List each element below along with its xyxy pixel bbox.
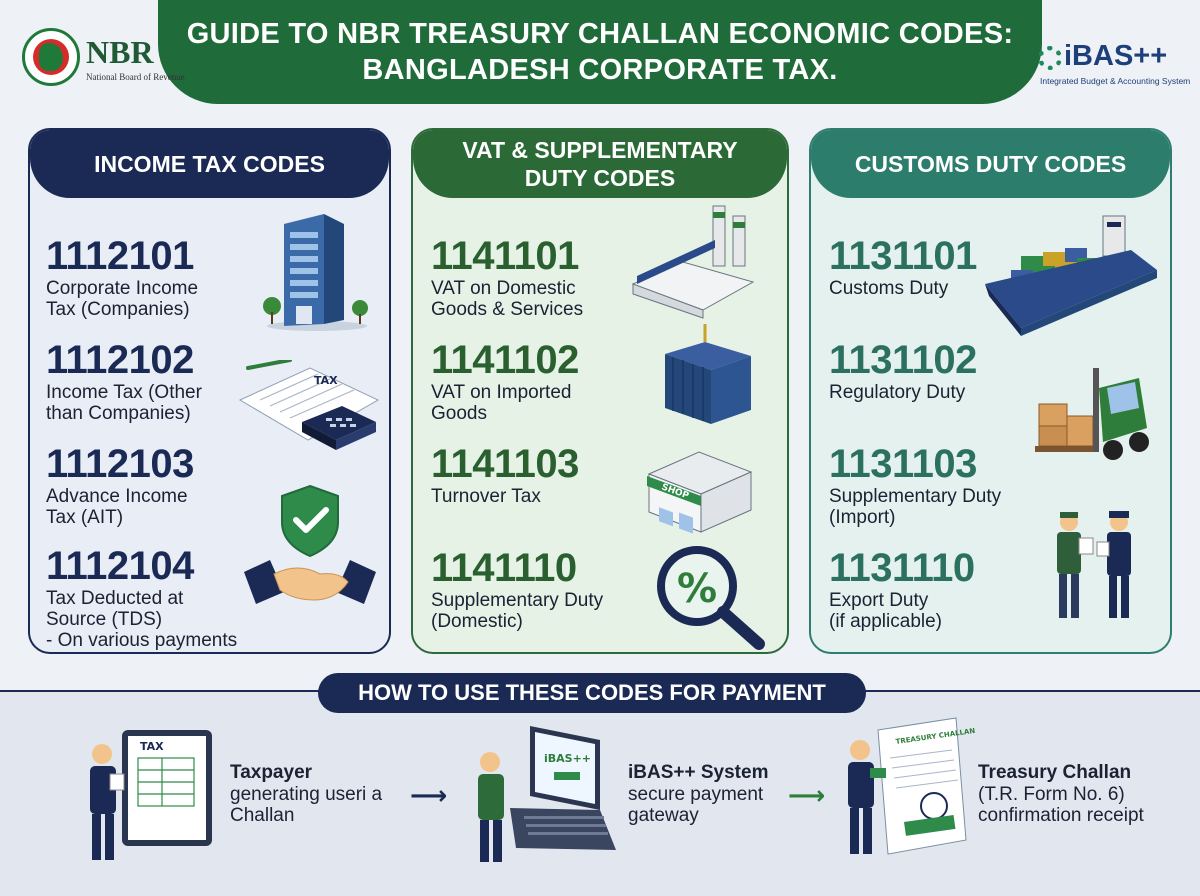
how-to-heading: HOW TO USE THESE CODES FOR PAYMENT <box>318 673 866 713</box>
code-number: 1112101 <box>46 234 194 278</box>
step2-desc-line2: gateway <box>628 805 699 826</box>
tax-form-calculator-icon: TAX <box>238 360 380 450</box>
code-number: 1141110 <box>431 546 577 590</box>
code-description: - On various payments <box>46 630 238 651</box>
income-code-3: 1112103 Advance Income Tax (AIT) <box>46 442 194 528</box>
step3-desc-line1: (T.R. Form No. 6) <box>978 784 1125 805</box>
code-description: Turnover Tax <box>431 486 541 507</box>
code-description: Regulatory Duty <box>829 382 966 403</box>
code-description: Corporate Income <box>46 278 199 299</box>
vat-heading-line2: DUTY CODES <box>524 165 676 191</box>
nbr-logo: NBR National Board of Revenue <box>22 28 185 88</box>
step2-title: iBAS++ System <box>628 762 769 783</box>
code-description: Advance Income <box>46 486 188 507</box>
handshake-shield-icon <box>244 484 376 604</box>
vat-code-2: 1141102 VAT on Imported Goods <box>431 338 579 424</box>
step1-text: Taxpayer generating useri a Challan <box>230 762 382 826</box>
step3-title: Treasury Challan <box>978 762 1132 783</box>
ibas-logo: iBAS++ Integrated Budget & Accounting Sy… <box>1038 40 1191 90</box>
customs-code-1: 1131101 Customs Duty <box>829 234 977 299</box>
income-panel-heading: INCOME TAX CODES <box>30 130 389 198</box>
code-description: Tax (AIT) <box>46 507 124 528</box>
step3-text: Treasury Challan (T.R. Form No. 6) confi… <box>978 762 1144 826</box>
shop-icon: SHOP <box>647 451 753 534</box>
customs-panel-heading: CUSTOMS DUTY CODES <box>811 130 1170 198</box>
code-description: than Companies) <box>46 403 191 424</box>
step2-text: iBAS++ System secure payment gateway <box>628 762 768 826</box>
code-description: Supplementary Duty <box>431 590 604 611</box>
shipping-container-icon <box>665 324 751 424</box>
code-description: (if applicable) <box>829 611 942 632</box>
customs-code-3: 1131103 Supplementary Duty (Import) <box>829 442 1001 528</box>
tax-form-label: TAX <box>314 374 338 387</box>
vat-code-3: 1141103 Turnover Tax <box>431 442 579 507</box>
nbr-seal-icon <box>22 28 80 86</box>
nbr-logo-name: NBR <box>86 34 154 70</box>
code-number: 1141103 <box>431 442 579 486</box>
step1-screen-label: TAX <box>140 740 164 753</box>
code-description: Tax Deducted at <box>46 588 184 609</box>
code-number: 1112104 <box>46 544 194 588</box>
treasury-challan-receipt-icon: TREASURY CHALLAN <box>848 717 976 855</box>
code-description: Goods <box>431 403 487 424</box>
customs-code-4: 1131110 Export Duty (if applicable) <box>829 546 975 632</box>
code-number: 1112102 <box>46 338 194 382</box>
customs-officers-icon <box>1057 511 1131 618</box>
step2-screen-label: iBAS++ <box>544 752 591 765</box>
office-building-icon <box>263 214 368 331</box>
code-description: Source (TDS) <box>46 609 163 630</box>
code-number: 1141102 <box>431 338 579 382</box>
code-description: (Domestic) <box>431 611 523 632</box>
arrow-right-icon: ⟶ <box>410 780 448 810</box>
code-description: Export Duty <box>829 590 929 611</box>
income-code-1: 1112101 Corporate Income Tax (Companies) <box>46 234 198 320</box>
gear-icon <box>1038 46 1062 70</box>
ibas-logo-subtitle: Integrated Budget & Accounting System <box>1040 76 1191 86</box>
customs-duty-panel: CUSTOMS DUTY CODES 1131101 Customs Duty … <box>809 128 1172 654</box>
code-number: 1112103 <box>46 442 194 486</box>
customs-code-2: 1131102 Regulatory Duty <box>829 338 977 403</box>
step3-desc-line2: confirmation receipt <box>978 805 1144 826</box>
code-description: VAT on Domestic <box>431 278 576 299</box>
vat-duty-panel: VAT & SUPPLEMENTARY DUTY CODES 1141101 V… <box>411 128 789 654</box>
code-number: 1131102 <box>829 338 977 382</box>
step1-desc-line2: Challan <box>230 805 295 826</box>
income-code-2: 1112102 Income Tax (Other than Companies… <box>46 338 202 424</box>
factory-icon <box>631 205 755 319</box>
ibas-laptop-icon: iBAS++ <box>478 726 616 862</box>
forklift-icon <box>1035 368 1149 460</box>
nbr-logo-subtitle: National Board of Revenue <box>86 72 185 82</box>
code-description: Goods & Services <box>431 299 584 320</box>
code-number: 1141101 <box>431 234 579 278</box>
code-description: VAT on Imported <box>431 382 572 403</box>
code-description: (Import) <box>829 507 896 528</box>
income-tax-panel: INCOME TAX CODES 1112101 Corporate Incom… <box>28 128 391 654</box>
ibas-logo-name: iBAS++ <box>1064 40 1168 72</box>
svg-text:%: % <box>677 566 717 612</box>
step2-desc-line1: secure payment <box>628 784 764 805</box>
vat-panel-heading: VAT & SUPPLEMENTARY DUTY CODES <box>413 130 787 198</box>
code-description: Income Tax (Other <box>46 382 202 403</box>
step1-desc-line1: generating useri a <box>230 784 383 805</box>
code-number: 1131110 <box>829 546 975 590</box>
taxpayer-computer-icon: TAX <box>90 730 212 860</box>
page-title-line1: GUIDE TO NBR TREASURY CHALLAN ECONOMIC C… <box>186 18 1014 50</box>
code-description: Supplementary Duty <box>829 486 1002 507</box>
cargo-ship-icon <box>985 215 1157 336</box>
title-banner: GUIDE TO NBR TREASURY CHALLAN ECONOMIC C… <box>158 0 1042 104</box>
vat-code-1: 1141101 VAT on Domestic Goods & Services <box>431 234 583 320</box>
percent-magnifier-icon: % <box>657 546 765 650</box>
arrow-right-icon: ⟶ <box>788 780 826 810</box>
code-description: Tax (Companies) <box>46 299 190 320</box>
code-number: 1131103 <box>829 442 977 486</box>
code-description: Customs Duty <box>829 278 949 299</box>
step1-title: Taxpayer <box>230 762 313 783</box>
vat-code-4: 1141110 Supplementary Duty (Domestic) <box>431 546 603 632</box>
vat-heading-line1: VAT & SUPPLEMENTARY <box>462 137 738 163</box>
income-code-4: 1112104 Tax Deducted at Source (TDS) - O… <box>46 544 237 651</box>
page-title-line2: BANGLADESH CORPORATE TAX. <box>362 54 838 86</box>
code-number: 1131101 <box>829 234 977 278</box>
